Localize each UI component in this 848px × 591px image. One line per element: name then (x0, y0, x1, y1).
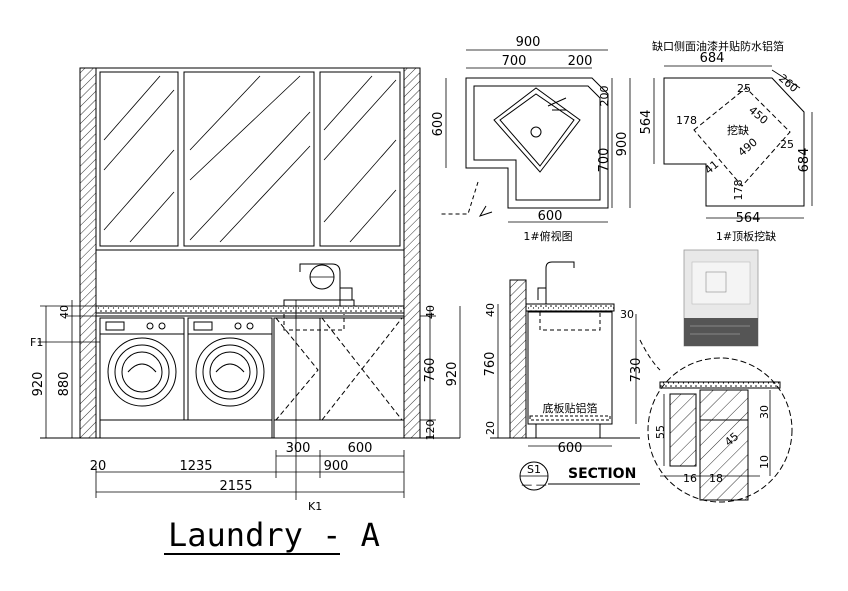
glass-door-mid (183, 71, 315, 247)
washer-left (99, 317, 185, 421)
section-title: SECTION (568, 466, 636, 482)
drawing-title: Laundry - A (168, 516, 380, 554)
plan-dim-right-700: 700 (597, 148, 612, 173)
section-label: 底板贴铝箔 (543, 401, 598, 415)
glass-door-left (99, 71, 179, 247)
notch-caption: 1#顶板挖缺 (716, 229, 776, 243)
notch-dim-450: 450 (746, 104, 770, 127)
washer-door-left (107, 337, 177, 407)
notch-dim-25a: 25 (737, 82, 751, 95)
callout-f1: F1 (30, 336, 43, 349)
notch-dim-490: 490 (736, 136, 760, 159)
section-tag (519, 461, 640, 491)
dim-right-920: 920 (445, 362, 460, 387)
dim-left-outer: 920 (31, 372, 46, 397)
section-countertop (525, 303, 615, 312)
notch-cutout (693, 87, 791, 187)
elevation-dimensions (40, 300, 461, 500)
section-marker-s1 (309, 264, 335, 290)
section-wall (509, 279, 527, 439)
detail-dim-30: 30 (758, 405, 771, 419)
dim-bottom-1235: 1235 (179, 459, 212, 474)
glass-door-right (319, 71, 401, 247)
sink-bowl (493, 87, 581, 173)
detail-dim-55: 55 (654, 425, 667, 439)
washer-door-right (195, 337, 265, 407)
notch-label: 挖缺 (727, 123, 749, 137)
section-dim-30: 30 (620, 308, 634, 321)
section-cabinet (527, 311, 613, 425)
detail-dim-10: 10 (758, 455, 771, 469)
dim-left-top: 40 (58, 305, 71, 319)
dim-left-inner: 880 (57, 372, 72, 397)
dim-bottom-20: 20 (90, 459, 107, 474)
laundry-elevation (40, 67, 460, 439)
dim-right-40: 40 (424, 305, 437, 319)
section-tag-sub: — — (521, 478, 547, 491)
glass-reflection-lines (103, 75, 397, 243)
notch-plan (653, 65, 813, 219)
plan-dim-right-200: 200 (598, 86, 611, 107)
left-wall (79, 67, 97, 439)
countertop (95, 305, 405, 314)
plan-dim-900: 900 (516, 35, 541, 50)
plan-dim-right-900: 900 (615, 132, 630, 157)
section-dim-600: 600 (558, 441, 583, 456)
section-tag-number: S1 (527, 463, 541, 476)
plan-dim-700: 700 (502, 54, 527, 69)
sink-cabinet (273, 317, 405, 421)
dim-bottom-600: 600 (348, 441, 373, 456)
upper-cabinet (95, 67, 405, 251)
notch-dim-684-top: 684 (700, 51, 725, 66)
section-dim-730: 730 (629, 358, 644, 383)
notch-dim-25b: 25 (780, 138, 794, 151)
callout-k1: K1 (308, 500, 322, 513)
faucet (299, 263, 353, 306)
washer-right (187, 317, 273, 421)
section-dim-760: 760 (483, 352, 498, 377)
notch-dim-41: 41 (702, 158, 721, 177)
notch-dim-178a: 178 (676, 114, 697, 127)
dim-bottom-300: 300 (286, 441, 311, 456)
notch-note: 缺口侧面油漆并贴防水铝箔 (652, 39, 784, 53)
plan-caption: 1#俯视图 (523, 229, 572, 243)
dim-right-760: 760 (423, 358, 438, 383)
section-dim-40: 40 (484, 303, 497, 317)
dim-bottom-900: 900 (324, 459, 349, 474)
detail-dim-18: 18 (709, 472, 723, 485)
dim-bottom-2155: 2155 (219, 479, 252, 494)
plan-dim-200: 200 (568, 54, 593, 69)
section-view (490, 261, 640, 447)
right-wall (403, 67, 421, 439)
plan-dim-left-600: 600 (431, 112, 446, 137)
notch-dim-564-left: 564 (639, 110, 654, 135)
sink-plan (440, 49, 631, 223)
reference-thumbnail (683, 249, 759, 347)
notch-dim-684-right: 684 (797, 148, 812, 173)
notch-dim-564-bottom: 564 (736, 211, 761, 226)
notch-dim-178b: 178 (732, 180, 745, 201)
detail-dim-16: 16 (683, 472, 697, 485)
detail-circle (639, 339, 793, 503)
plan-dim-bottom-600: 600 (538, 209, 563, 224)
section-dim-20: 20 (484, 421, 497, 435)
dim-right-120: 120 (424, 420, 437, 441)
